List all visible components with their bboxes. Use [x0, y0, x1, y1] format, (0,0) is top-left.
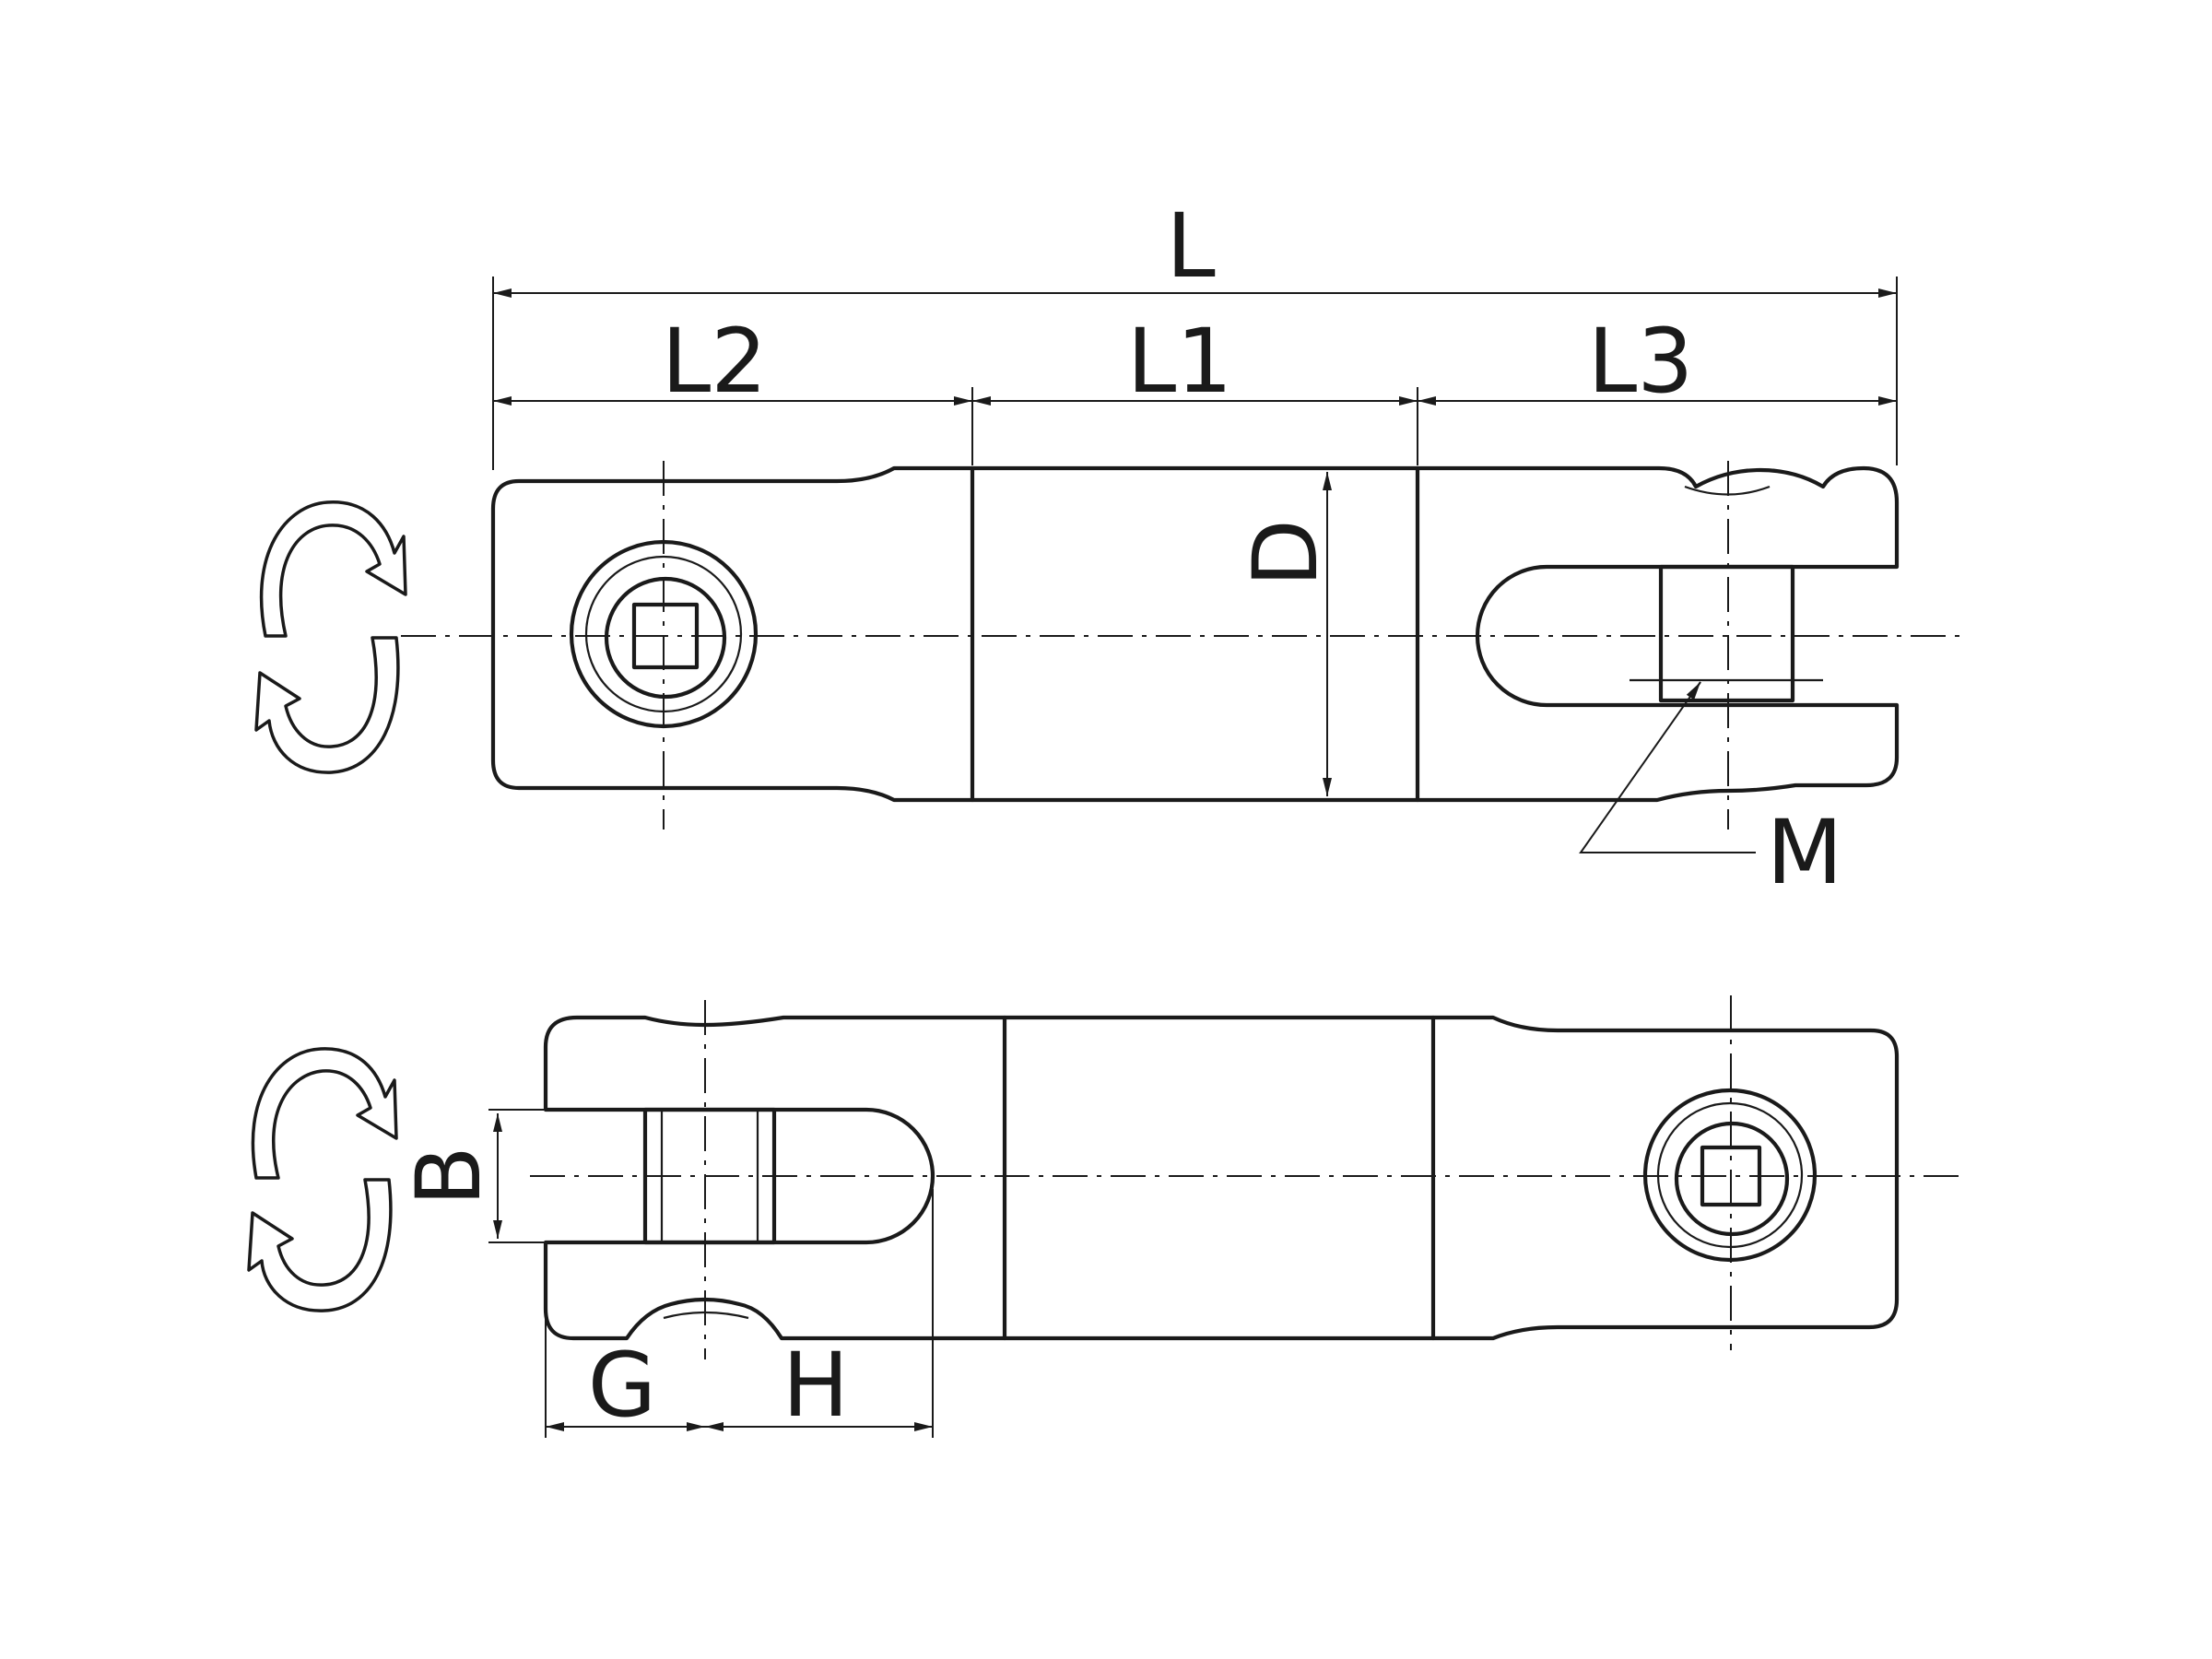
- dim-L2-label: L2: [662, 310, 768, 413]
- bottom-jaw-pin: [642, 1107, 777, 1245]
- dim-G-label: G: [588, 1334, 656, 1437]
- bottom-hole-bolt-circle: [1674, 1121, 1790, 1237]
- dim-L1-label: L1: [1127, 310, 1233, 413]
- bottom-view: B G H: [247, 995, 1968, 1438]
- bottom-body-outline: [543, 1015, 1900, 1341]
- top-hole-inner-circle: [584, 555, 743, 713]
- rotate-cycle-icon: [247, 1047, 398, 1312]
- dim-M-label: M: [1767, 801, 1843, 904]
- top-jaw-pin: [1658, 564, 1795, 703]
- top-jaw-upper-pin-head: [1684, 485, 1771, 496]
- dim-D-label: D: [1234, 519, 1337, 587]
- bottom-hole-inner-circle: [1656, 1101, 1804, 1249]
- top-view: L L2 L1 L3 D M: [254, 194, 1968, 904]
- top-hole-bolt-circle: [604, 576, 727, 700]
- dim-H-label: H: [782, 1334, 849, 1437]
- top-hole-square-socket: [631, 602, 700, 670]
- dim-B-label: B: [397, 1146, 500, 1206]
- dim-M-arrow: [1686, 681, 1701, 700]
- dim-M-leader: [1579, 681, 1756, 853]
- bottom-jaw-lower-pin-head: [663, 1311, 749, 1320]
- dim-L3-label: L3: [1588, 310, 1694, 413]
- dim-L-label: L: [1166, 194, 1215, 298]
- bottom-hole-outer-circle: [1642, 1088, 1818, 1263]
- top-body-outline: [490, 465, 1900, 803]
- rotate-cycle-icon: [254, 500, 407, 774]
- top-hole-outer-circle: [569, 539, 759, 729]
- bottom-hole-square-socket: [1700, 1145, 1762, 1207]
